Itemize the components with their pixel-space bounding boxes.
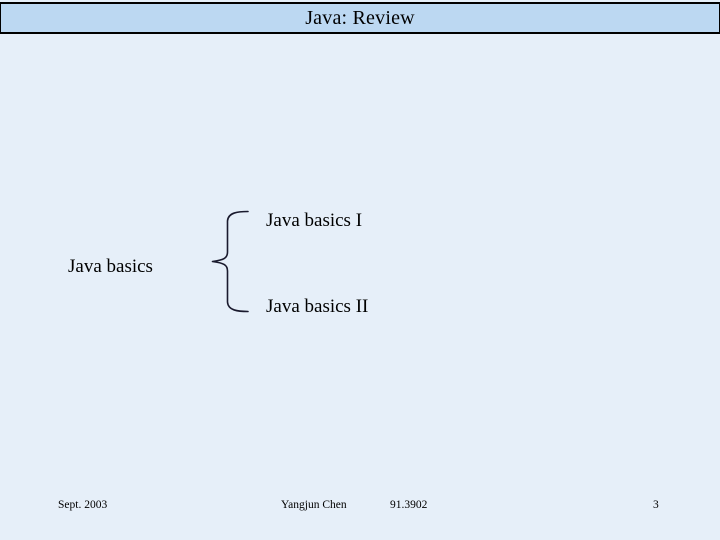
- footer-course-number: 91.3902: [390, 499, 428, 511]
- slide-title-bar: Java: Review: [0, 2, 720, 34]
- diagram-parent-label: Java basics: [68, 256, 153, 277]
- diagram-child-label-1: Java basics I: [266, 210, 363, 231]
- curly-brace-icon: [206, 210, 256, 314]
- slide-footer: Sept. 2003 Yangjun Chen 91.3902 3: [0, 494, 720, 518]
- page-title: Java: Review: [305, 7, 415, 29]
- footer-page-number: 3: [653, 499, 659, 511]
- footer-date: Sept. 2003: [58, 499, 108, 511]
- brace-diagram: Java basics Java basics I Java basics II: [0, 190, 720, 330]
- footer-author: Yangjun Chen: [281, 499, 347, 511]
- diagram-child-label-2: Java basics II: [266, 296, 369, 317]
